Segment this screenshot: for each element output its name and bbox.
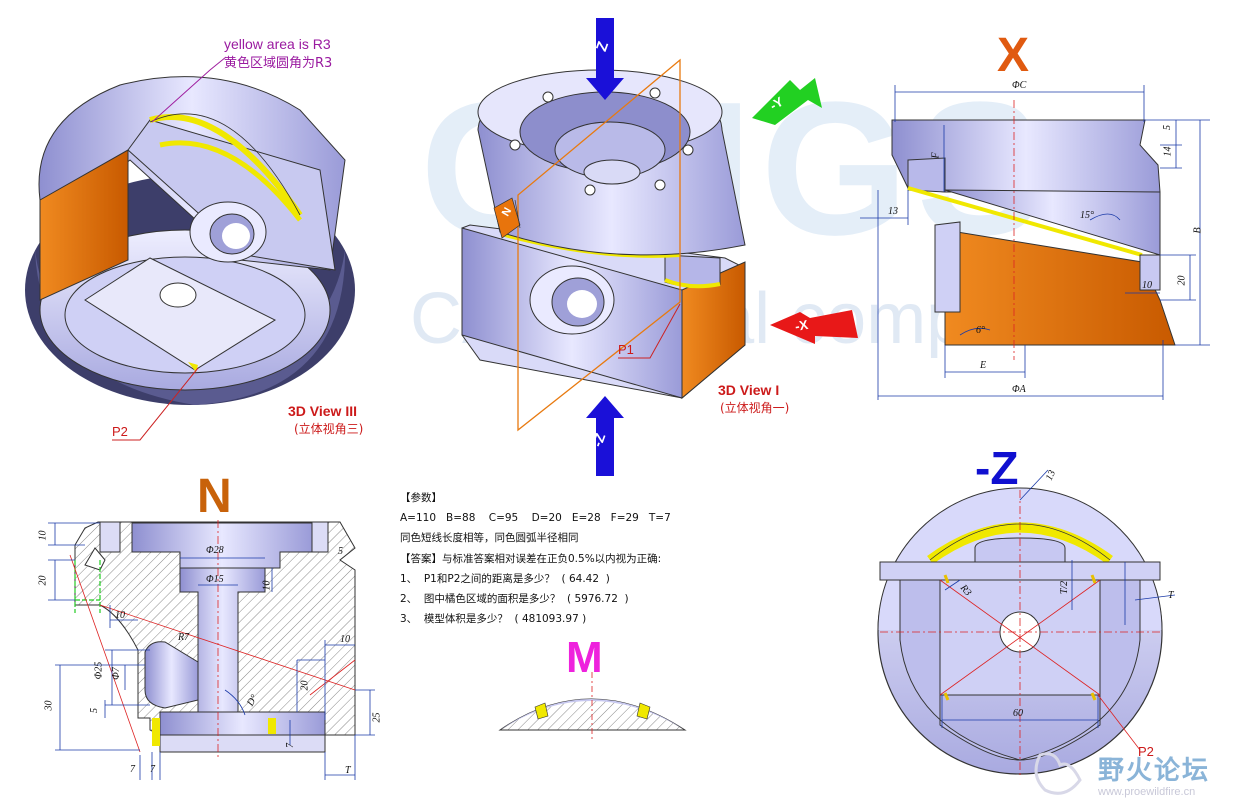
yellow-area-note-en: yellow area is R3 <box>224 36 331 52</box>
question-1: 1、 P1和P2之间的距离是多少？ ( 64.42 ) <box>400 572 610 585</box>
arrow-neg-x-icon <box>770 310 858 344</box>
dim-n-7a: 7 <box>130 764 135 775</box>
point-p1-label: P1 <box>618 342 634 357</box>
dim-z-t: T <box>1168 590 1174 601</box>
dim-e: E <box>980 360 987 371</box>
params-note: 同色短线长度相等，同色圆弧半径相同 <box>400 532 579 545</box>
arrow-neg-x-label: -X <box>793 316 810 335</box>
dim-n-7c: 7 <box>285 743 296 748</box>
dim-n-7b: 7 <box>150 764 155 775</box>
point-p2-label: P2 <box>112 424 128 439</box>
answer-heading: 【答案】与标准答案相对误差在正负0.5%以内视为正确: <box>400 552 662 565</box>
dim-n-5b: 5 <box>89 708 100 713</box>
view-n-section <box>48 520 375 780</box>
dim-6-deg: 6° <box>976 325 985 336</box>
arrow-neg-y-icon <box>752 78 822 125</box>
dim-n-20b: 20 <box>299 680 311 691</box>
view-n-title: N <box>197 470 232 523</box>
view-3-title-cn: (立体视角三) <box>294 422 364 436</box>
dim-n-5: 5 <box>338 546 343 557</box>
dim-z-60: 60 <box>1013 708 1023 719</box>
view-1-title-cn: (立体视角一) <box>720 401 790 415</box>
dim-n-phi7: Φ7 <box>110 667 122 680</box>
dim-z-t-half: T/2 <box>1059 580 1071 595</box>
view-3d-3-model <box>25 76 355 405</box>
dim-n-phi28: Φ28 <box>206 545 224 556</box>
dim-n-30: 30 <box>43 700 55 711</box>
view-m-drawing <box>498 672 687 740</box>
dim-n-r7: R7 <box>178 632 190 643</box>
dim-15-deg: 15° <box>1080 210 1094 221</box>
dim-n-10b: 10 <box>261 580 273 591</box>
dim-phi-a: ΦA <box>1012 384 1026 395</box>
dim-14: 14 <box>1162 146 1174 157</box>
dim-n-t: T <box>345 765 351 776</box>
dim-5: 5 <box>1162 125 1173 130</box>
dim-n-phi25: Φ25 <box>93 661 105 680</box>
dim-n-20: 20 <box>37 575 49 586</box>
view-m-title: M <box>566 633 603 682</box>
dim-f: F <box>930 152 942 159</box>
forum-name: 野火论坛 <box>1098 756 1211 786</box>
dim-20: 20 <box>1176 275 1188 286</box>
view-3-title: 3D View III <box>288 403 357 419</box>
dim-n-10d: 10 <box>340 634 350 645</box>
arrow-neg-z-icon <box>586 396 624 476</box>
params-values: A=110 B=88 C=95 D=20 E=28 F=29 T=7 <box>400 512 671 525</box>
dim-n-10a: 10 <box>37 530 49 541</box>
point-p2-label-z: P2 <box>1138 744 1154 759</box>
dim-n-10c: 10 <box>115 610 125 621</box>
dim-10: 10 <box>1142 280 1152 291</box>
dim-phi-c: ΦC <box>1012 80 1027 91</box>
view-neg-z-title: -Z <box>975 442 1019 494</box>
forum-logo-icon <box>1034 752 1082 795</box>
dim-n-phi15: Φ15 <box>206 574 224 585</box>
question-2: 2、 图中橘色区域的面积是多少？ ( 5976.72 ) <box>400 593 629 606</box>
view-1-title: 3D View I <box>718 382 780 398</box>
view-x-title: X <box>997 29 1030 82</box>
arrow-z-icon <box>586 18 624 100</box>
view-3d-1-model <box>461 58 746 432</box>
view-x-drawing <box>860 85 1210 400</box>
params-heading: 【参数】 <box>400 492 442 504</box>
dim-n-25: 25 <box>371 712 383 723</box>
question-3: 3、 模型体积是多少？ ( 481093.97 ) <box>400 613 587 626</box>
yellow-area-note-cn: 黄色区域圆角为R3 <box>224 56 333 71</box>
parameters-panel: 【参数】 A=110 B=88 C=95 D=20 E=28 F=29 T=7 … <box>400 488 671 629</box>
view-neg-z-drawing <box>877 469 1176 775</box>
dim-13: 13 <box>888 206 898 217</box>
forum-url: www.proewildfire.cn <box>1098 786 1196 798</box>
dim-b: B <box>1192 227 1204 234</box>
